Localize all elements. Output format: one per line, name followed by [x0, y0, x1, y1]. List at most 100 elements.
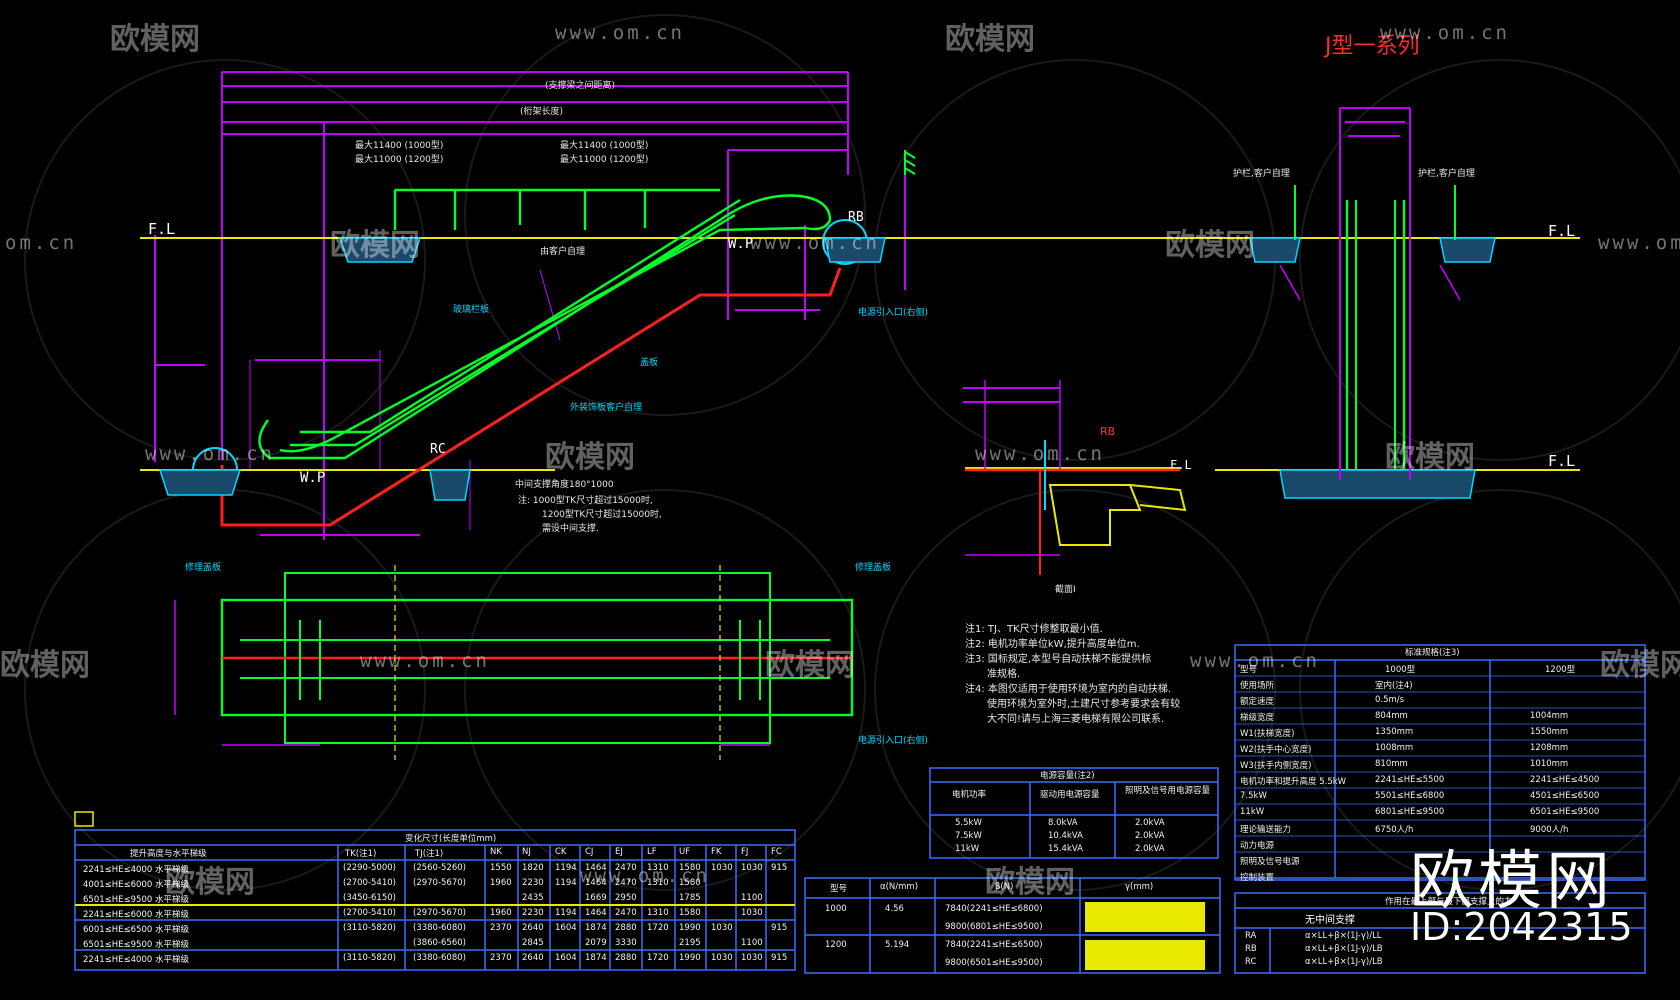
rc-label: RC	[430, 442, 446, 457]
floor-label-section-bottom: F.L	[1548, 452, 1576, 470]
spec-table-cell: 7.5kW	[1240, 791, 1267, 801]
size-table-cell: 1990	[679, 953, 701, 963]
watermark-brand: 欧模网	[330, 228, 420, 263]
spec-table-cell: 0.5m/s	[1375, 695, 1405, 705]
size-table-cell: 1464	[585, 908, 607, 918]
size-table-cell: 1100	[741, 938, 763, 948]
outer-panel-label: 外装饰板客户自理	[570, 403, 643, 413]
watermark-url: www.om.cn	[1190, 650, 1320, 672]
size-table-cell: 1580	[679, 908, 701, 918]
support-table-title: 作用在最上部与最下部支撑上的力	[1385, 897, 1513, 907]
support-table-formula: α×LL+β×(1J-γ)/LL	[1305, 931, 1382, 941]
size-table-cell: 1030	[711, 863, 733, 873]
size-table-cell: 1464	[585, 863, 607, 873]
size-table-cell: (2970-5670)	[413, 908, 466, 918]
handrail-left: 护栏,客户自理	[1233, 169, 1290, 179]
size-table-cell: 4001≤HE≤6000 水平梯级	[83, 880, 189, 890]
size-table-cell: 1874	[585, 923, 607, 933]
handrail-right: 护栏,客户自理	[1418, 169, 1475, 179]
load-table-cell: 4.56	[885, 904, 904, 914]
size-table-cell: 1100	[741, 893, 763, 903]
load-table-cell: 5.194	[885, 940, 910, 950]
watermark-brand: 欧模网	[1385, 440, 1475, 475]
spec-table-cell: 1004mm	[1530, 711, 1569, 721]
size-th: TK(注1)	[345, 849, 377, 859]
watermark-brand: 欧模网	[110, 22, 200, 57]
size-table-cell: 1194	[555, 878, 577, 888]
size-table-cell: 1604	[555, 923, 577, 933]
watermark-brand: 欧模网	[545, 440, 635, 475]
size-table-cell: 1550	[490, 863, 512, 873]
load-table-cell: 1200	[825, 940, 847, 950]
size-table-cell: 1030	[741, 908, 763, 918]
size-table-cell: 915	[771, 953, 788, 963]
power-table-cell: 7.5kW	[955, 831, 982, 841]
spec-table-cell: 动力电源	[1240, 841, 1275, 851]
size-table-cell: 2241≤HE≤4000 水平梯级	[83, 865, 189, 875]
spec-table-cell: 照明及信号电源	[1240, 857, 1300, 867]
spec-table-cell: 810mm	[1375, 759, 1408, 769]
spec-table-cell: 9000人/h	[1530, 825, 1569, 835]
size-th: CJ	[585, 847, 594, 857]
support-table-label: 无中间支撑	[1305, 915, 1355, 926]
size-table-cell: (2700-5410)	[343, 908, 396, 918]
size-table-cell: 1464	[585, 878, 607, 888]
note-line: 注1: TJ、TK尺寸修整取最小值.	[965, 624, 1103, 635]
spec-table-cell: 1008mm	[1375, 743, 1414, 753]
spec-table-cell: 11kW	[1240, 807, 1265, 817]
watermark-url: om.cn	[5, 232, 78, 254]
size-table-cell: (3110-5820)	[343, 923, 396, 933]
spec-table-cell: 6750人/h	[1375, 825, 1414, 835]
watermark-brand: 欧模网	[765, 648, 855, 683]
floor-lines	[140, 237, 1580, 471]
cover-plate-label: 盖板	[640, 358, 659, 368]
size-table-cell: 915	[771, 863, 788, 873]
size-table-cell: 1194	[555, 908, 577, 918]
load-table-grid	[804, 877, 1221, 974]
size-th: UF	[679, 847, 691, 857]
series-title: J型一系列	[1325, 34, 1420, 59]
spec-table-cell: 1350mm	[1375, 727, 1414, 737]
size-table-header-row: 提升高度与水平梯级 TK(注1) TJ(注1) NK NJ CK CJ EJ L…	[75, 847, 795, 861]
size-table-cell: 2370	[490, 923, 512, 933]
size-table-cell: (3450-6150)	[343, 893, 396, 903]
size-table-cell: 2435	[522, 893, 544, 903]
size-table-cell: 1310	[647, 878, 669, 888]
size-th: FJ	[741, 847, 749, 857]
detail-rb	[963, 380, 1187, 575]
size-table-cell: 1030	[741, 953, 763, 963]
note-line: 使用环境为室外时,土建尺寸参考要求会有较	[987, 699, 1181, 710]
load-th: γ(mm)	[1125, 882, 1154, 892]
rb-label: RB	[848, 210, 864, 225]
size-table-cell: 2241≤HE≤4000 水平梯级	[83, 955, 189, 965]
spec-table-cell: 梯级宽度	[1240, 713, 1275, 723]
size-table-cell: 2470	[615, 878, 637, 888]
size-th: NK	[490, 847, 502, 857]
size-table: 变化尺寸(长度单位mm) 提升高度与水平梯级 TK(注1) TJ(注1) NK …	[75, 830, 795, 970]
load-table-cell: 9800(6501≤HE≤9500)	[945, 958, 1043, 968]
max-length-1200-b: 最大11000 (1200型)	[560, 155, 649, 165]
size-table-cell: (2700-5410)	[343, 878, 396, 888]
plan-view	[174, 565, 854, 760]
watermark-url: www.om.cn	[360, 650, 490, 672]
drawing-notes: 注1: TJ、TK尺寸修整取最小值. 注2: 电机功率单位kW,提升高度单位m.…	[965, 622, 1185, 727]
spec-table-cell: W1(扶梯宽度)	[1240, 729, 1295, 739]
size-table-title: 变化尺寸(长度单位mm)	[405, 834, 497, 844]
support-span-label: (支撑梁之间距离)	[545, 81, 616, 91]
wp-label-bottom: W.P	[300, 470, 326, 486]
support-table-key: RA	[1245, 931, 1257, 941]
watermark-url: www.om.cn	[975, 443, 1105, 465]
spec-table-cell: W3(扶手内侧宽度)	[1240, 761, 1312, 771]
brand-id: ID:2042315	[1410, 905, 1633, 949]
repair-cover-right: 修理盖板	[855, 563, 892, 573]
size-table-cell: 2241≤HE≤6000 水平梯级	[83, 910, 189, 920]
spec-table-rows	[1235, 675, 1645, 853]
size-table-cell: 1030	[711, 953, 733, 963]
watermark-url: www.om.cn	[555, 22, 685, 44]
watermark-url: www.om.cn	[750, 232, 880, 254]
load-table-cell: 7840(2241≤HE≤6800)	[945, 904, 1043, 914]
note-line: 注2: 电机功率单位kW,提升高度单位m.	[965, 639, 1140, 650]
size-table-cell: 1960	[490, 908, 512, 918]
